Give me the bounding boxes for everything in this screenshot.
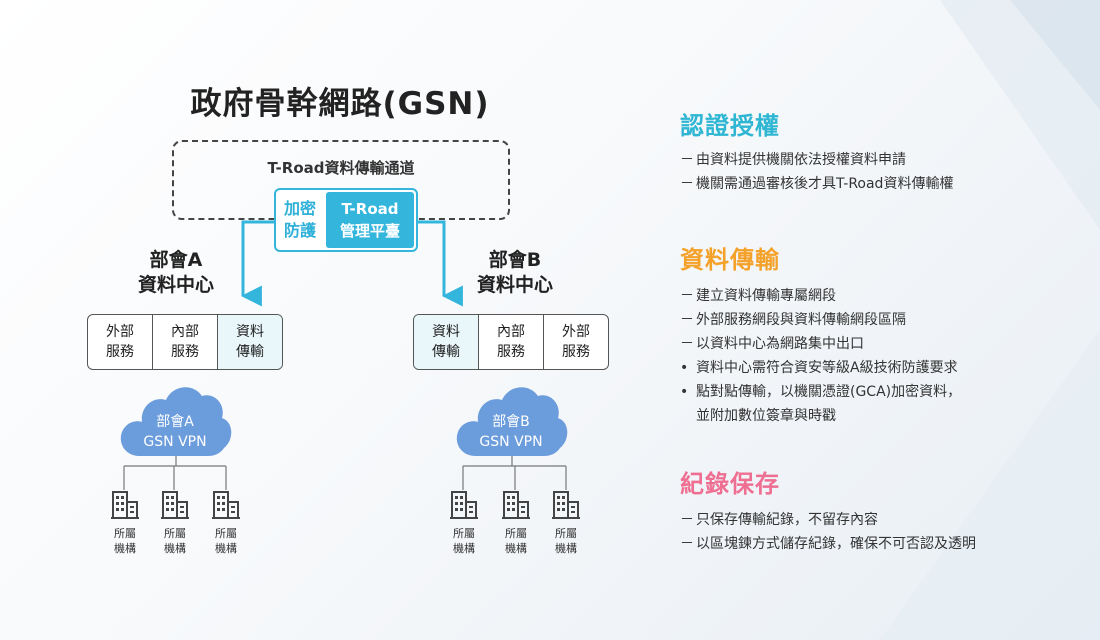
agency-label: 所屬機構 xyxy=(453,527,475,555)
segment-external: 外部服務 xyxy=(562,324,590,360)
section-title-records: 紀錄保存 xyxy=(680,470,780,498)
agency-label: 所屬機構 xyxy=(215,527,237,555)
building-icon xyxy=(111,491,139,519)
list-item: －機關需通過審核後才具T-Road資料傳輸權 xyxy=(680,176,954,192)
building-icon xyxy=(161,491,189,519)
cloud-icon xyxy=(120,387,232,456)
section-title-auth: 認證授權 xyxy=(680,112,780,140)
list-item: 並附加數位簽章與時戳 xyxy=(696,408,836,424)
encryption-label: 加密 防護 xyxy=(283,199,316,240)
ministry-b-segments: 資料傳輸 內部服務 外部服務 xyxy=(413,314,609,370)
tree-lines-a xyxy=(123,455,227,490)
segment-external: 外部服務 xyxy=(88,315,153,369)
list-item: －以區塊鍊方式儲存紀錄，確保不可否認及透明 xyxy=(680,536,976,552)
list-item: •資料中心需符合資安等級A級技術防護要求 xyxy=(680,360,958,376)
building-icon xyxy=(552,491,580,519)
troad-platform-box: 加密 防護 T-Road 管理平臺 xyxy=(274,188,418,252)
ministry-a-segments: 外部服務 內部服務 資料傳輸 xyxy=(87,314,283,370)
ministry-b-label: 部會B 資料中心 xyxy=(476,249,553,296)
list-item: －外部服務網段與資料傳輸網段區隔 xyxy=(680,312,906,328)
list-item: －由資料提供機關依法授權資料申請 xyxy=(680,152,906,168)
building-icon xyxy=(450,491,478,519)
list-item: －只保存傳輸紀錄，不留存內容 xyxy=(680,512,878,528)
list-item: •點對點傳輸，以機關憑證(GCA)加密資料， xyxy=(680,384,962,400)
segment-internal: 內部服務 xyxy=(153,315,218,369)
ministry-a-label: 部會A 資料中心 xyxy=(137,249,214,296)
ministry-b-vpn-label: 部會B GSN VPN xyxy=(479,414,543,450)
segment-transfer: 資料傳輸 xyxy=(218,315,282,369)
segment-transfer: 資料傳輸 xyxy=(414,315,479,369)
building-icon xyxy=(502,491,530,519)
building-icon xyxy=(212,491,240,519)
cloud-icon xyxy=(456,387,568,456)
arrow-to-ministry-a xyxy=(240,220,276,307)
list-item: －建立資料傳輸專屬網段 xyxy=(680,288,836,304)
platform-label: T-Road 管理平臺 xyxy=(326,192,414,248)
tunnel-label: T-Road資料傳輸通道 xyxy=(267,159,415,177)
segment-internal: 內部服務 xyxy=(479,315,544,369)
agency-label: 所屬機構 xyxy=(505,527,527,555)
agency-label: 所屬機構 xyxy=(114,527,136,555)
diagram-title: 政府骨幹網路(GSN) xyxy=(190,86,490,122)
section-title-transfer: 資料傳輸 xyxy=(680,246,780,274)
arrow-to-ministry-b xyxy=(416,220,463,307)
list-item: －以資料中心為網路集中出口 xyxy=(680,336,864,352)
tree-lines-b xyxy=(462,455,567,490)
agency-label: 所屬機構 xyxy=(555,527,577,555)
ministry-a-vpn-label: 部會A GSN VPN xyxy=(143,414,207,450)
agency-label: 所屬機構 xyxy=(164,527,186,555)
